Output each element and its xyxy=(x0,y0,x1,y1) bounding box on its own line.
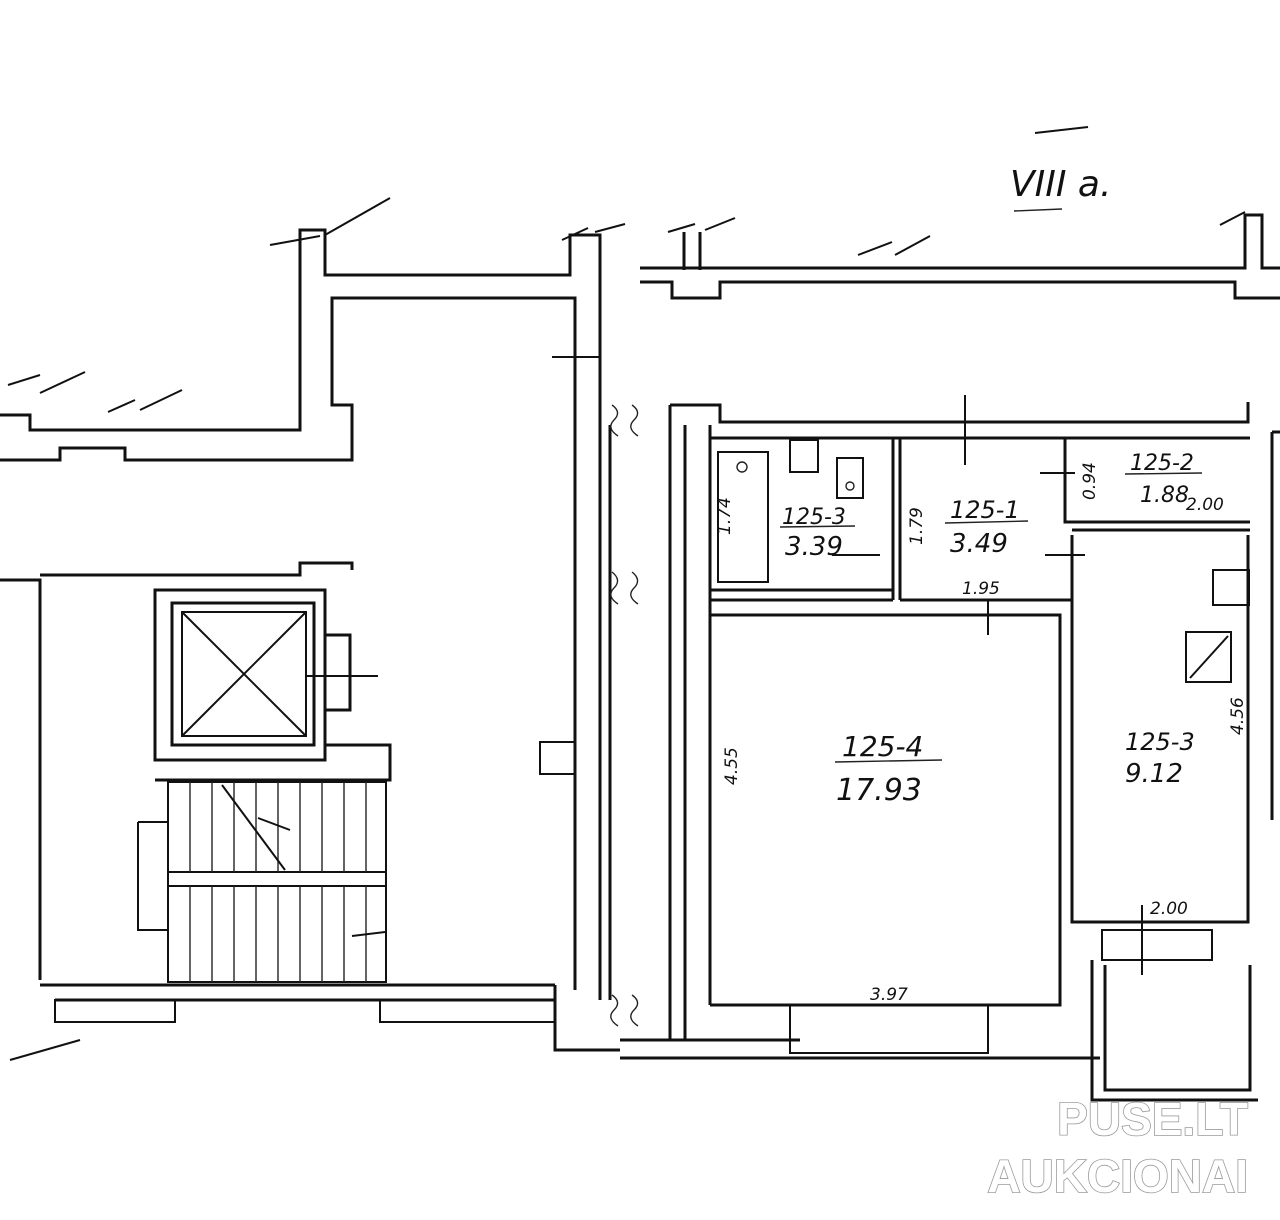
room-id-living: 125-4 xyxy=(842,730,923,763)
dimension-labels: 1.74 1.79 1.95 0.94 2.00 4.55 3.97 4.56 … xyxy=(715,462,1248,1005)
corridor-walls xyxy=(539,356,639,1052)
dim-living-height: 4.55 xyxy=(722,747,742,785)
room-area-kitchen: 9.12 xyxy=(1125,759,1183,789)
dim-kitchen-width: 2.00 xyxy=(1150,899,1188,919)
watermark-line1: PUSE.LT xyxy=(1057,1093,1248,1145)
dim-bath-width: 1.74 xyxy=(715,497,735,535)
watermark-line2: AUKCIONAI xyxy=(987,1150,1248,1202)
dim-living-width: 3.97 xyxy=(870,985,908,1005)
room-labels: 125-3 3.39 125-1 3.49 125-2 1.88 125-4 1… xyxy=(779,451,1203,808)
watermark: PUSE.LT AUKCIONAI xyxy=(987,1092,1249,1203)
dim-closet-width: 2.00 xyxy=(1186,495,1224,515)
stair-treads xyxy=(189,782,367,982)
room-id-closet: 125-2 xyxy=(1130,451,1194,476)
dim-bath-height: 1.79 xyxy=(907,507,927,545)
room-area-living: 17.93 xyxy=(836,773,922,808)
room-area-closet: 1.88 xyxy=(1140,483,1189,508)
stairwell xyxy=(0,561,556,1061)
apartment-walls xyxy=(620,395,1280,1102)
room-area-hall: 3.49 xyxy=(950,529,1008,559)
floor-label-group: VIII a. xyxy=(1010,126,1111,212)
dim-closet-height: 0.94 xyxy=(1080,462,1100,500)
exterior-walls xyxy=(0,197,1280,462)
dim-kitchen-height: 4.56 xyxy=(1228,697,1248,735)
dim-hall-width: 1.95 xyxy=(962,579,1000,599)
floor-label: VIII a. xyxy=(1010,164,1111,205)
room-id-kitchen: 125-3 xyxy=(1125,728,1195,756)
room-area-bath: 3.39 xyxy=(785,532,843,562)
room-id-hall: 125-1 xyxy=(950,496,1020,524)
